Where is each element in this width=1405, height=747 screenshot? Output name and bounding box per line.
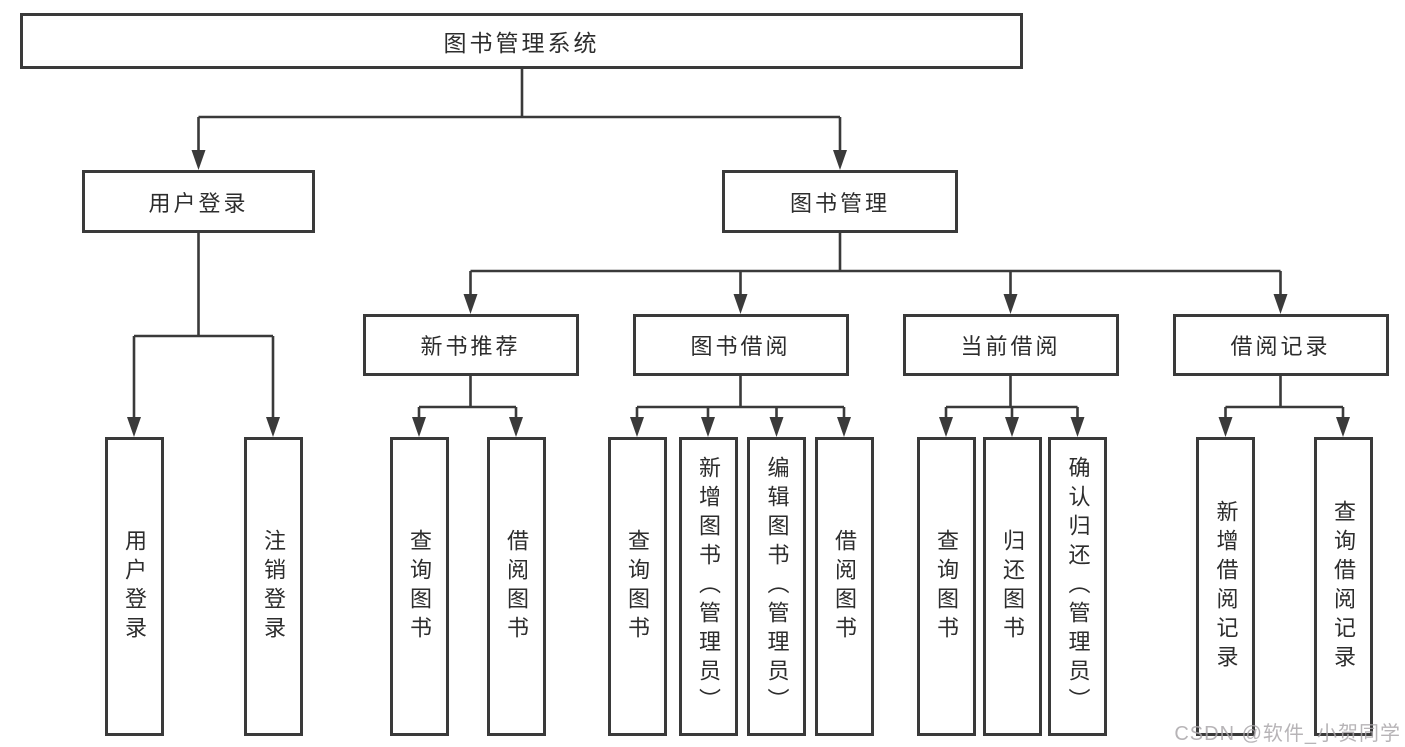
leaf-query-books: 查询图书 (389, 437, 449, 736)
node-user-login: 用户登录 (82, 170, 315, 233)
arrowhead-icon (733, 294, 748, 314)
arrowhead-icon (769, 417, 784, 437)
node-label: 用户登录 (148, 190, 249, 216)
arrowhead-icon (1005, 417, 1019, 437)
node-label: 图书借阅 (690, 334, 791, 359)
node-label: 借阅图书 (832, 528, 857, 645)
node-label: 编辑图书（管理员） (764, 456, 790, 717)
leaf-query-borrow-record: 查询借阅记录 (1313, 437, 1373, 736)
node-label: 借阅记录 (1230, 334, 1331, 359)
node-new-book-recommend: 新书推荐 (362, 314, 579, 376)
arrowhead-icon (509, 417, 523, 437)
arrowhead-icon (1003, 294, 1018, 314)
leaf-query-books: 查询图书 (607, 437, 667, 736)
node-label: 确认归还（管理员） (1065, 456, 1091, 717)
node-label: 查询借阅记录 (1331, 499, 1356, 674)
arrowhead-icon (701, 417, 715, 437)
leaf-borrow-books: 借阅图书 (814, 437, 874, 736)
connector-root-to-level2 (191, 69, 847, 170)
csdn-watermark: CSDN @软件_小贺同学 (1174, 723, 1401, 745)
leaf-query-books: 查询图书 (916, 437, 976, 736)
connector-new-book-to-leaves (412, 376, 523, 437)
connector-current-borrow-to-leaves (939, 376, 1085, 437)
leaf-return-books: 归还图书 (982, 437, 1042, 736)
node-label: 归还图书 (1000, 528, 1025, 645)
node-current-borrow: 当前借阅 (902, 314, 1119, 376)
node-label: 新书推荐 (420, 334, 521, 359)
connector-user-login-to-leaves (127, 233, 280, 437)
arrowhead-icon (1218, 417, 1233, 437)
node-label: 查询图书 (407, 528, 432, 645)
arrowhead-icon (833, 150, 847, 170)
node-book-management: 图书管理 (722, 170, 958, 233)
connector-book-management-to-level3 (463, 233, 1288, 314)
arrowhead-icon (837, 417, 851, 437)
connector-path (469, 233, 1282, 302)
node-borrow-records: 借阅记录 (1172, 314, 1389, 376)
node-label: 查询图书 (625, 528, 650, 645)
arrowhead-icon (266, 417, 280, 437)
node-book-borrow: 图书借阅 (632, 314, 849, 376)
leaf-add-books-admin: 新增图书（管理员） (678, 437, 738, 736)
arrowhead-icon (1336, 417, 1350, 437)
node-label: 新增借阅记录 (1213, 499, 1239, 674)
node-label: 查询图书 (934, 528, 959, 645)
leaf-confirm-return-admin: 确认归还（管理员） (1048, 437, 1107, 736)
node-label: 图书管理系统 (443, 30, 600, 56)
node-label: 新增图书（管理员） (696, 456, 721, 717)
connector-borrow-records-to-leaves (1218, 376, 1350, 437)
connector-path (635, 376, 846, 425)
node-label: 当前借阅 (960, 334, 1061, 359)
node-label: 注销登录 (261, 528, 286, 645)
connector-path (1224, 376, 1345, 425)
leaf-edit-books-admin: 编辑图书（管理员） (747, 437, 806, 736)
node-library-system: 图书管理系统 (20, 13, 1023, 69)
node-label: 图书管理 (789, 190, 890, 216)
arrowhead-icon (412, 417, 426, 437)
arrowhead-icon (191, 150, 206, 170)
leaf-add-borrow-record: 新增借阅记录 (1196, 437, 1255, 736)
leaf-user-login: 用户登录 (104, 437, 164, 736)
leaf-borrow-books: 借阅图书 (486, 437, 546, 736)
connector-path (197, 69, 842, 158)
arrowhead-icon (463, 294, 478, 314)
connector-path (944, 376, 1079, 425)
connector-path (132, 233, 275, 425)
connector-book-borrow-to-leaves (630, 376, 851, 437)
arrowhead-icon (1273, 294, 1288, 314)
leaf-logout: 注销登录 (243, 437, 303, 736)
arrowhead-icon (127, 417, 141, 437)
arrowhead-icon (630, 417, 644, 437)
arrowhead-icon (939, 417, 953, 437)
arrowhead-icon (1070, 417, 1085, 437)
node-label: 用户登录 (122, 528, 147, 645)
node-label: 借阅图书 (504, 528, 529, 645)
connector-path (417, 376, 518, 425)
